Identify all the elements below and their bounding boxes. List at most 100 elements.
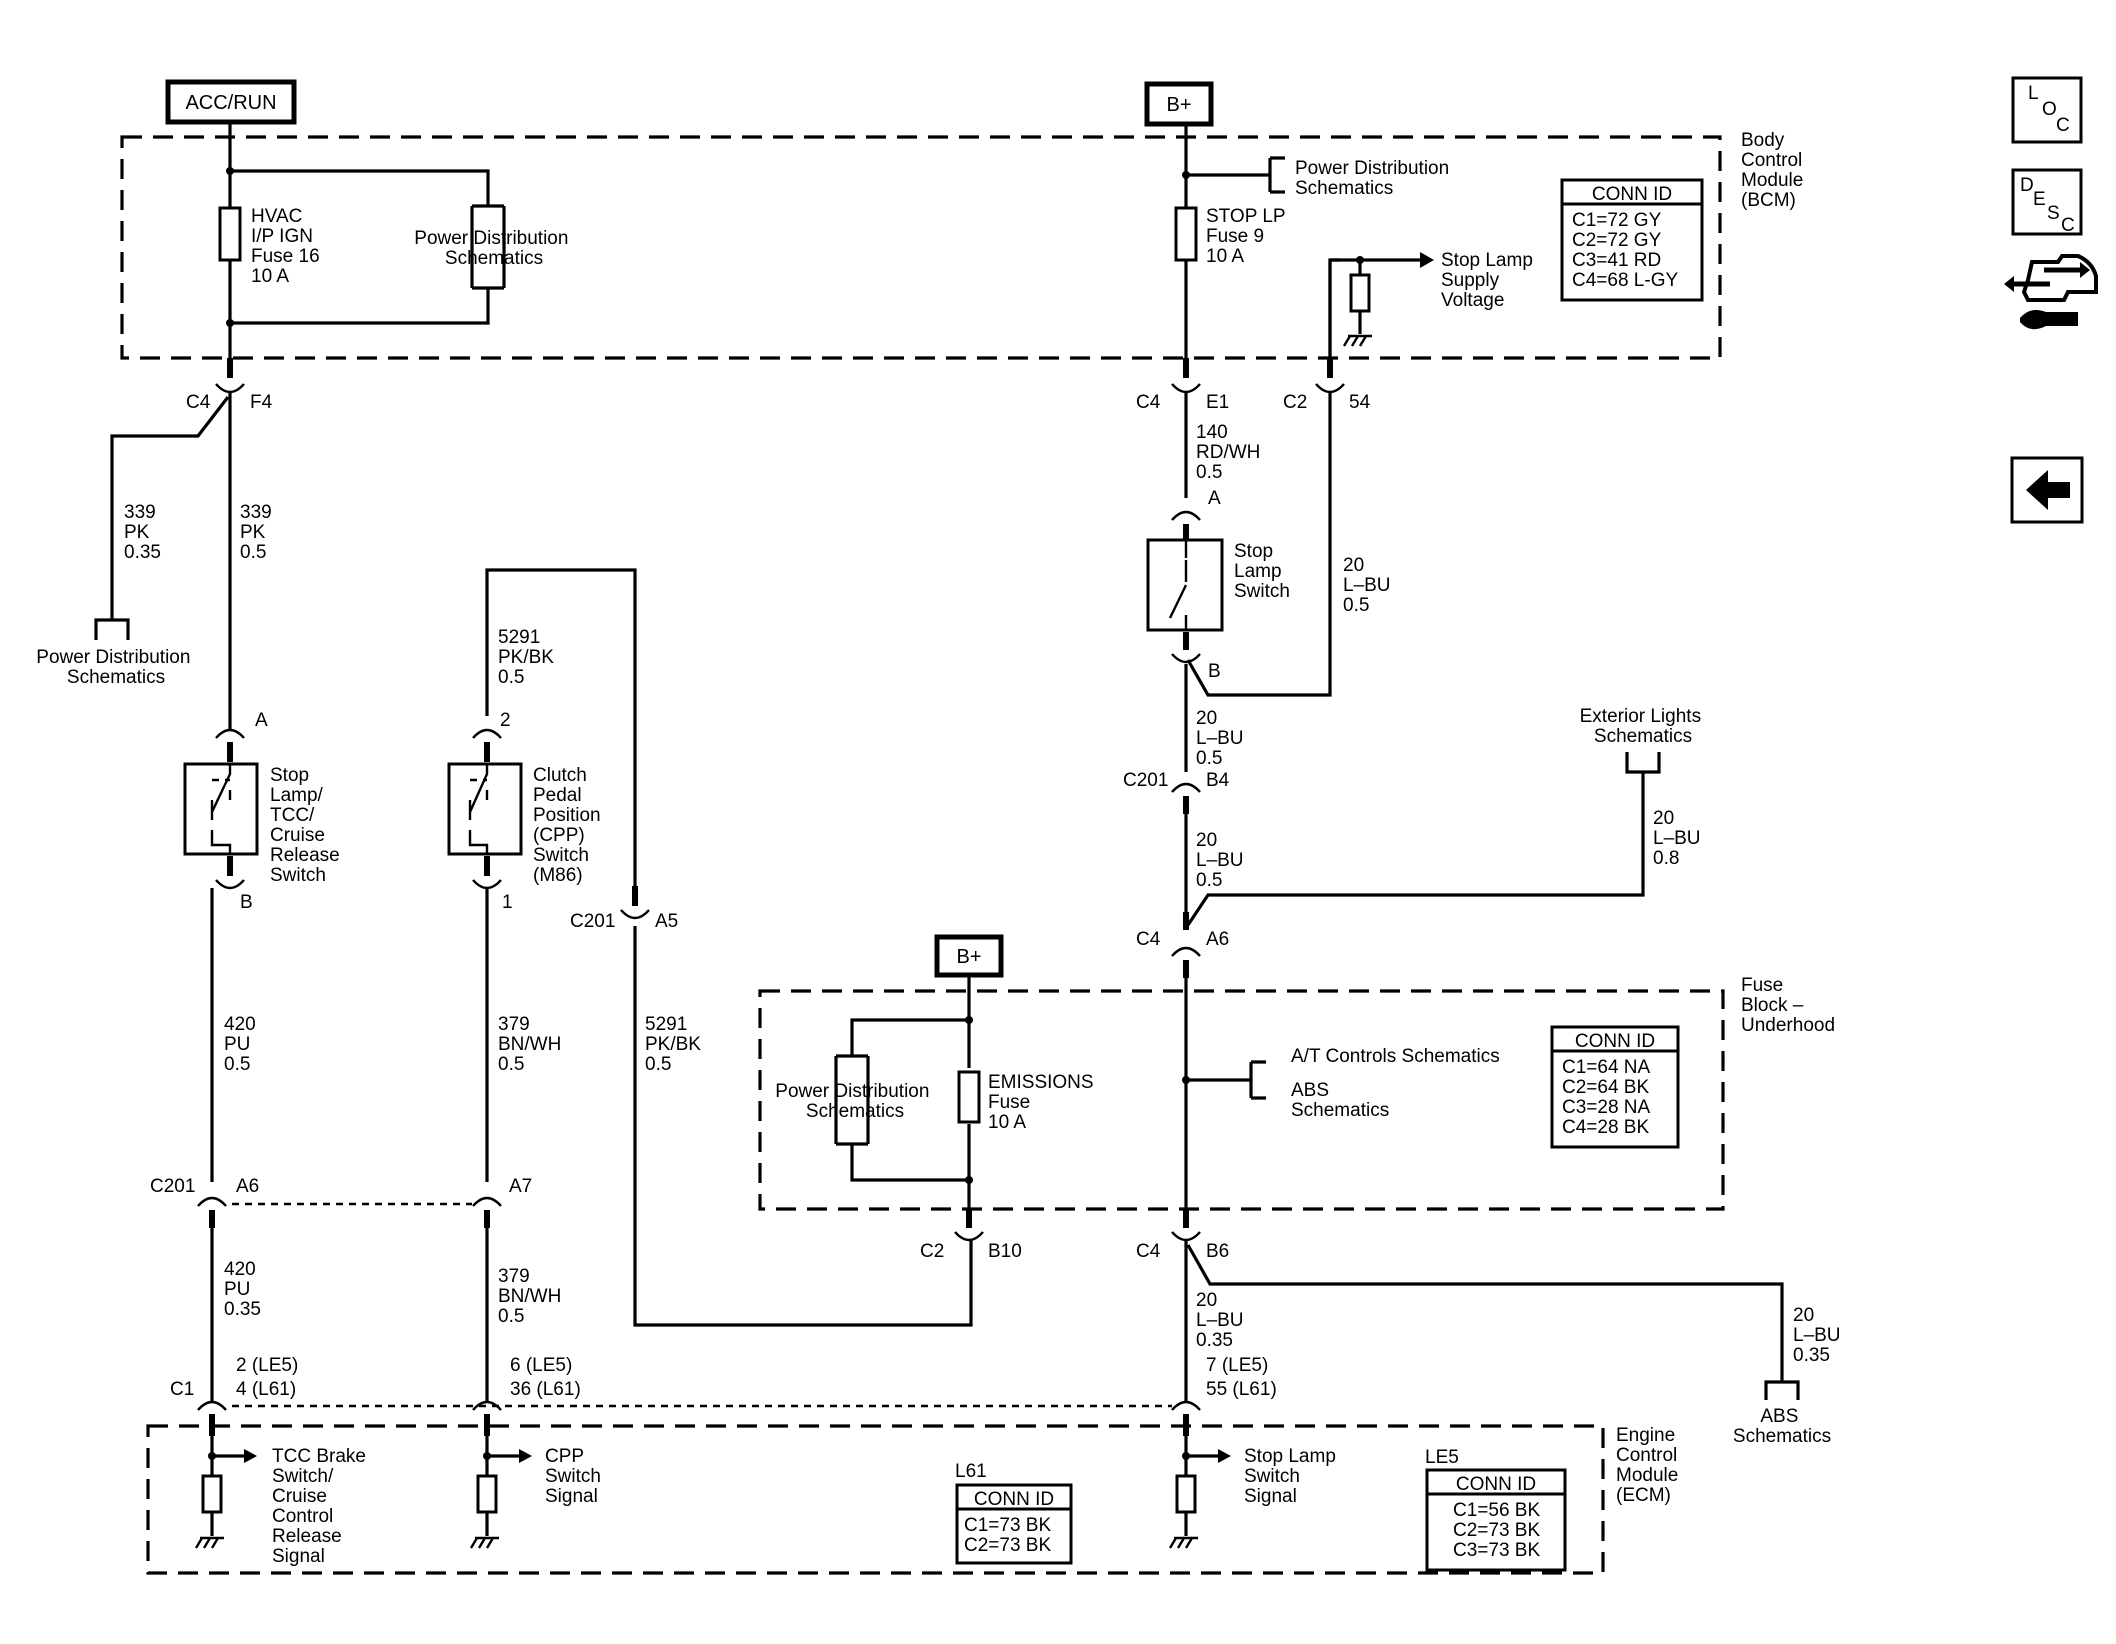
wire-339-035-label: 339 PK 0.35 — [124, 502, 161, 563]
desc-button[interactable]: D E S C — [2011, 168, 2083, 236]
bplus-stop-circuit — [1182, 124, 1285, 358]
wire-20-lbu-b-label: 20 L–BU 0.5 — [1196, 708, 1249, 769]
bcm-boundary — [120, 135, 1722, 360]
pwr-dist-bcm-right-label: Power Distribution Schematics — [1295, 158, 1454, 199]
c4-e1-label-e1: E1 — [1206, 392, 1229, 413]
fuse-block-splice — [1182, 978, 1266, 1218]
c4-f4-label-f4: F4 — [250, 392, 273, 413]
wire-5291-mid-label: 5291 PK/BK 0.5 — [645, 1014, 706, 1075]
bplus-source-top: B+ — [1144, 81, 1214, 127]
cpp-switch-label: Clutch Pedal Position (CPP) Switch (M86) — [533, 765, 606, 886]
desc-letter-c: C — [2061, 215, 2075, 236]
connector-a7 — [472, 1196, 502, 1228]
wire-5291-top-label: 5291 PK/BK 0.5 — [498, 627, 559, 688]
c2-b10-label-b10: B10 — [988, 1241, 1022, 1262]
hvac-fuse — [218, 206, 242, 262]
tcc-cruise-release-switch — [183, 762, 259, 856]
emissions-fuse — [957, 1070, 981, 1124]
loc-letter-l: L — [2028, 83, 2039, 104]
bcm-conn-id-title: CONN ID — [1592, 184, 1672, 205]
c201-b4-label-c201: C201 — [1123, 770, 1168, 791]
connector-pin2-cpp — [472, 728, 502, 762]
c4-a6-label-a6: A6 — [1206, 929, 1229, 950]
wire-20-lbu-abs-label: 20 L–BU 0.35 — [1793, 1305, 1846, 1366]
tcc-signal-label: TCC Brake Switch/ Cruise Control Release… — [272, 1446, 371, 1567]
back-arrow-icon — [2026, 470, 2070, 510]
wire-20-lbu-lower — [1184, 1240, 1800, 1402]
connector-c4-f4 — [215, 358, 245, 394]
acc-run-circuit — [226, 122, 490, 370]
c4-f4-label-c4: C4 — [186, 392, 211, 413]
left-switch-pin-a: A — [255, 710, 268, 731]
exterior-lights-branch — [1186, 752, 1661, 926]
connector-c4-e1 — [1171, 358, 1201, 394]
bplus-fuse-block-label: B+ — [956, 946, 981, 968]
connector-c2-54 — [1315, 358, 1345, 394]
wire-140-label: 140 RD/WH 0.5 — [1196, 422, 1266, 483]
emissions-circuit — [834, 975, 973, 1218]
wire-5291 — [485, 568, 973, 1327]
fuse-block-conn-id-title: CONN ID — [1575, 1031, 1655, 1052]
bplus-source-fuse-block: B+ — [934, 934, 1004, 978]
c1-label: C1 — [170, 1379, 194, 1400]
loc-letter-o: O — [2042, 99, 2057, 120]
loc-letter-c: C — [2056, 115, 2070, 136]
back-arrow-button[interactable] — [2010, 456, 2084, 524]
wire-420-035-label: 420 PU 0.35 — [224, 1259, 261, 1320]
at-controls-label: A/T Controls Schematics — [1291, 1046, 1500, 1067]
ecm-boundary — [146, 1424, 1605, 1575]
connector-b-left — [215, 856, 245, 890]
wire-20-lbu-035-label: 20 L–BU 0.35 — [1196, 1290, 1249, 1351]
c2-b10-label-c2: C2 — [920, 1241, 944, 1262]
wire-20-lbu-feedback — [1186, 392, 1332, 697]
stop-switch-pin-a: A — [1208, 488, 1221, 509]
stop-switch-pin-b: B — [1208, 661, 1221, 682]
fuse-block-label: Fuse Block – Underhood — [1741, 975, 1835, 1036]
wire-339-05-label: 339 PK 0.5 — [240, 502, 277, 563]
desc-letter-e: E — [2033, 189, 2046, 210]
c201-a6-label-c201: C201 — [150, 1176, 195, 1197]
pins-col3-label: 7 (LE5) 55 (L61) — [1206, 1355, 1277, 1400]
pins-col1-label: 2 (LE5) 4 (L61) — [236, 1355, 304, 1400]
acc-run-source: ACC/RUN — [165, 79, 297, 125]
ecm-input-tcc — [194, 1436, 257, 1549]
loc-button[interactable]: L O C — [2011, 76, 2083, 144]
connector-pin1-cpp — [472, 856, 502, 890]
cpp-pin-1: 1 — [502, 892, 513, 913]
ecm-le5-conn-id-rows: C1=56 BK C2=73 BK C3=73 BK — [1453, 1500, 1545, 1561]
abs-right-label: ABS Schematics — [1733, 1406, 1831, 1447]
exterior-lights-label: Exterior Lights Schematics — [1580, 706, 1707, 747]
ecm-input-cpp — [469, 1436, 532, 1549]
connector-c201-b4 — [1171, 782, 1201, 814]
c4-b6-label-b6: B6 — [1206, 1241, 1229, 1262]
wire-379-035-label: 379 BN/WH 0.5 — [498, 1266, 567, 1327]
connector-c1-col3 — [1171, 1400, 1201, 1436]
c201-a5-label-a5: A5 — [655, 911, 678, 932]
ecm-le5-conn-id-title: CONN ID — [1456, 1474, 1536, 1495]
connector-a-left — [215, 728, 245, 762]
left-switch-pin-b: B — [240, 892, 253, 913]
c2-54-label-c2: C2 — [1283, 392, 1307, 413]
connector-b-stop-switch — [1171, 632, 1201, 664]
connector-c2-b10 — [954, 1210, 984, 1242]
abs-fuse-block-label: ABS Schematics — [1291, 1080, 1389, 1121]
ecm-l61-conn-id-title: CONN ID — [974, 1489, 1054, 1510]
ecm-l61-conn-id-table: CONN ID C1=73 BK C2=73 BK — [955, 1483, 1073, 1565]
pwr-dist-left-symbol — [94, 618, 130, 640]
a7-label: A7 — [509, 1176, 532, 1197]
wire-420-05-label: 420 PU 0.5 — [224, 1014, 261, 1075]
desc-letter-s: S — [2047, 203, 2060, 224]
bcm-conn-id-table: CONN ID C1=72 GY C2=72 GY C3=41 RD C4=68… — [1560, 178, 1704, 302]
connector-tool-icon[interactable] — [2004, 254, 2098, 330]
emissions-fuse-label: EMISSIONS Fuse 10 A — [988, 1072, 1099, 1133]
fuse-block-boundary — [758, 989, 1725, 1211]
c2-54-label-54: 54 — [1349, 392, 1371, 413]
wire-379-05-label: 379 BN/WH 0.5 — [498, 1014, 567, 1075]
c201-b4-label-b4: B4 — [1206, 770, 1230, 791]
bcm-conn-id-rows: C1=72 GY C2=72 GY C3=41 RD C4=68 L-GY — [1572, 210, 1678, 291]
bcm-label: Body Control Module (BCM) — [1741, 130, 1809, 211]
c201-a6-label-a6: A6 — [236, 1176, 259, 1197]
c4-a6-label-c4: C4 — [1136, 929, 1161, 950]
connector-c201-a5 — [620, 886, 650, 920]
